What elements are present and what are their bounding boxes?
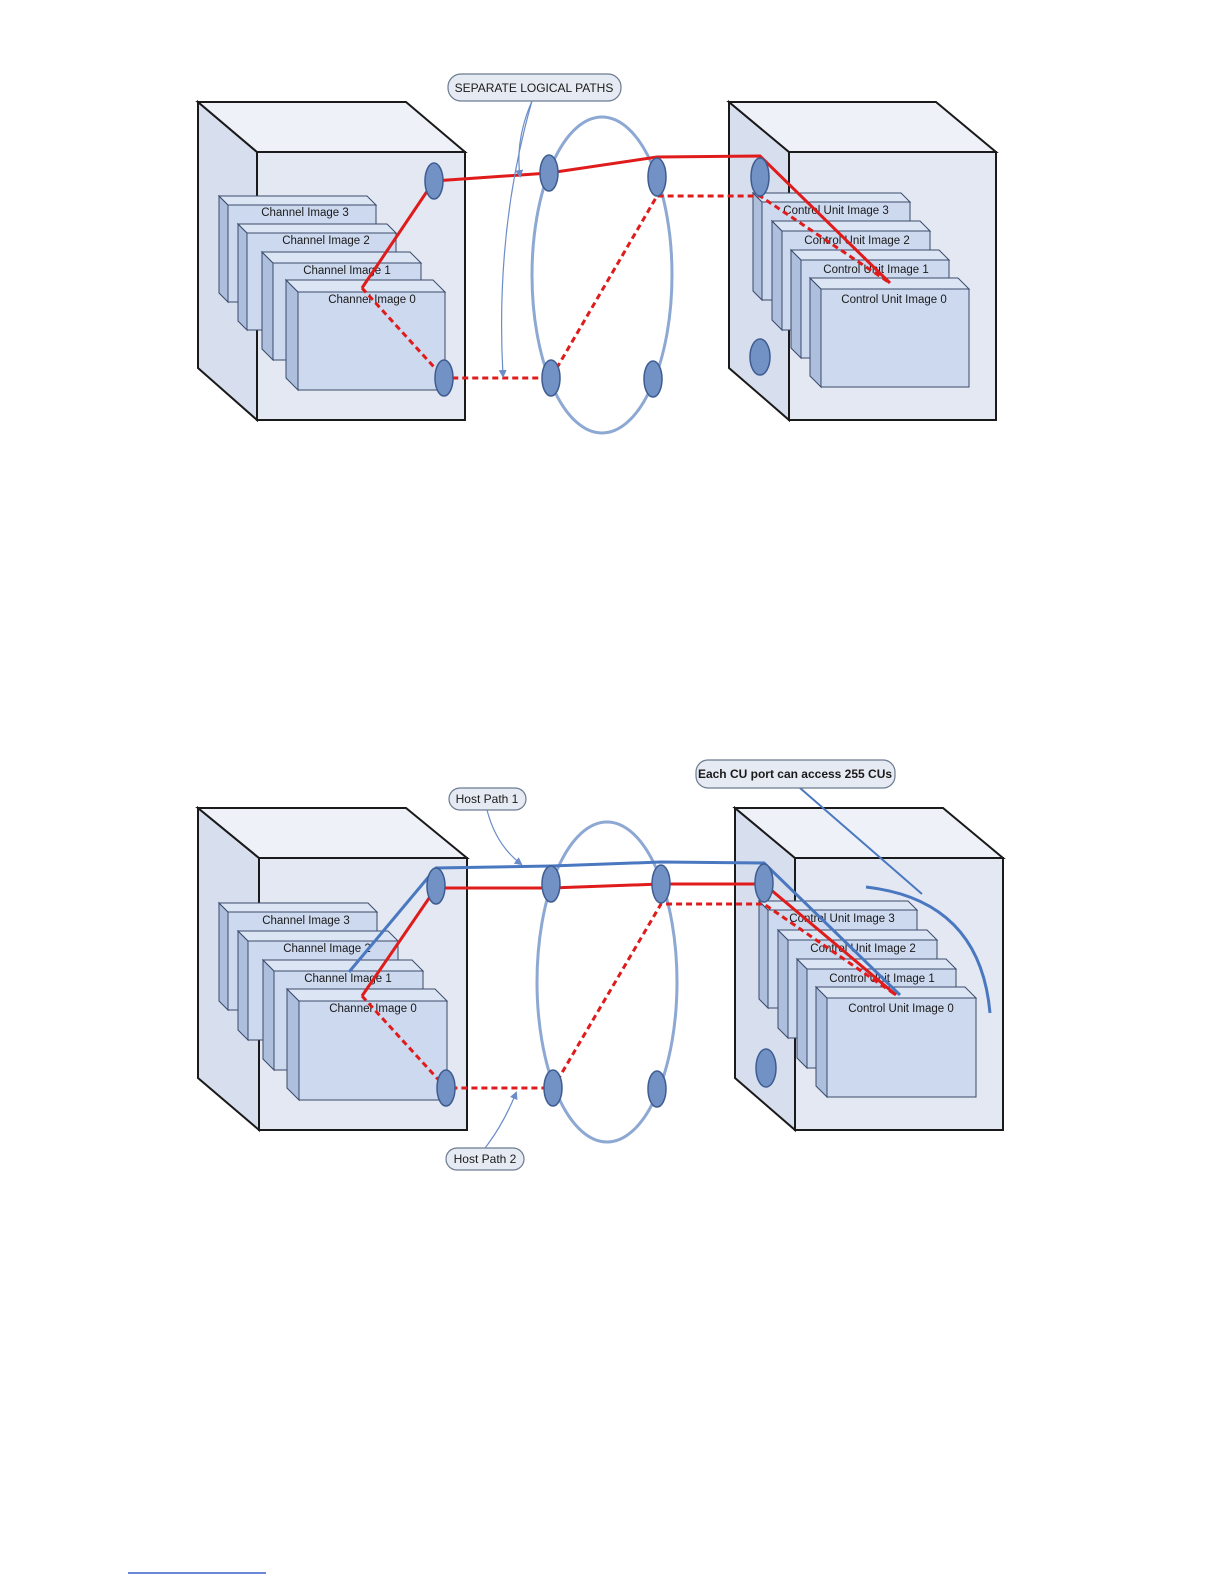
channel-image-card-0: Channel Image 0 (284, 278, 447, 392)
channel-image-card-0: Channel Image 0 (285, 987, 449, 1102)
switch-ring (530, 115, 674, 435)
host-port-icon (424, 162, 444, 200)
callout-label: Host Path 2 (454, 1152, 517, 1166)
host-path-1 (347, 860, 902, 997)
host-port-icon (426, 867, 446, 905)
cu-port-icon (750, 157, 770, 197)
switch-port-icon (541, 359, 561, 397)
switch-port-icon (543, 1069, 563, 1107)
dashed-logical-path (360, 194, 891, 380)
callout-label: Each CU port can access 255 CUs (698, 767, 892, 781)
switch-port-icon (643, 360, 663, 398)
control-unit-image-label: Control Unit Image 0 (841, 294, 946, 306)
cu-port-icon (749, 338, 771, 376)
figure-1: Channel Image 3 Channel Image 2 Channel … (195, 73, 999, 435)
figure-2: Channel Image 3 Channel Image 2 Channel … (195, 759, 1006, 1171)
solid-logical-path (360, 882, 897, 997)
switch-port-icon (541, 865, 561, 903)
callout-label: SEPARATE LOGICAL PATHS (455, 81, 614, 95)
control-unit-image-label: Control Unit Image 2 (810, 943, 915, 955)
channel-image-label: Channel Image 1 (303, 265, 391, 277)
cu-port-icon (755, 1048, 777, 1088)
switch-port-icon (647, 1070, 667, 1108)
callout-label: Host Path 1 (456, 792, 519, 806)
callout-pointer-line (799, 787, 923, 895)
control-unit-image-label: Control Unit Image 3 (783, 205, 888, 217)
host-port-icon (434, 359, 454, 397)
control-unit-image-label: Control Unit Image 2 (804, 235, 909, 247)
channel-image-label: Channel Image 3 (261, 207, 349, 219)
callout-cu-port-access: Each CU port can access 255 CUs (695, 759, 896, 789)
switch-port-icon (651, 864, 671, 904)
host-path-2 (360, 902, 897, 1090)
channel-image-label: Channel Image 2 (282, 235, 370, 247)
switch-port-icon (539, 154, 559, 192)
switch-port-icon (647, 157, 667, 197)
switch-ring (535, 820, 679, 1144)
callout-separate-logical-paths: SEPARATE LOGICAL PATHS (447, 73, 622, 378)
callout-host-path-2: Host Path 2 (445, 1091, 525, 1171)
channel-image-label: Channel Image 2 (283, 943, 371, 955)
cu-port-icon (754, 863, 774, 903)
channel-image-label: Channel Image 1 (304, 973, 392, 985)
host-port-icon (436, 1069, 456, 1107)
cu-access-arc (865, 885, 992, 1014)
channel-image-label: Channel Image 0 (329, 1003, 417, 1015)
control-unit-image-card-0: Control Unit Image 0 (814, 985, 978, 1099)
control-unit-image-card-0: Control Unit Image 0 (808, 276, 971, 389)
channel-image-label: Channel Image 3 (262, 915, 350, 927)
control-unit-image-label: Control Unit Image 0 (848, 1003, 953, 1015)
control-unit-image-label: Control Unit Image 3 (789, 913, 894, 925)
solid-logical-path (360, 154, 892, 289)
callout-host-path-1: Host Path 1 (448, 787, 527, 866)
